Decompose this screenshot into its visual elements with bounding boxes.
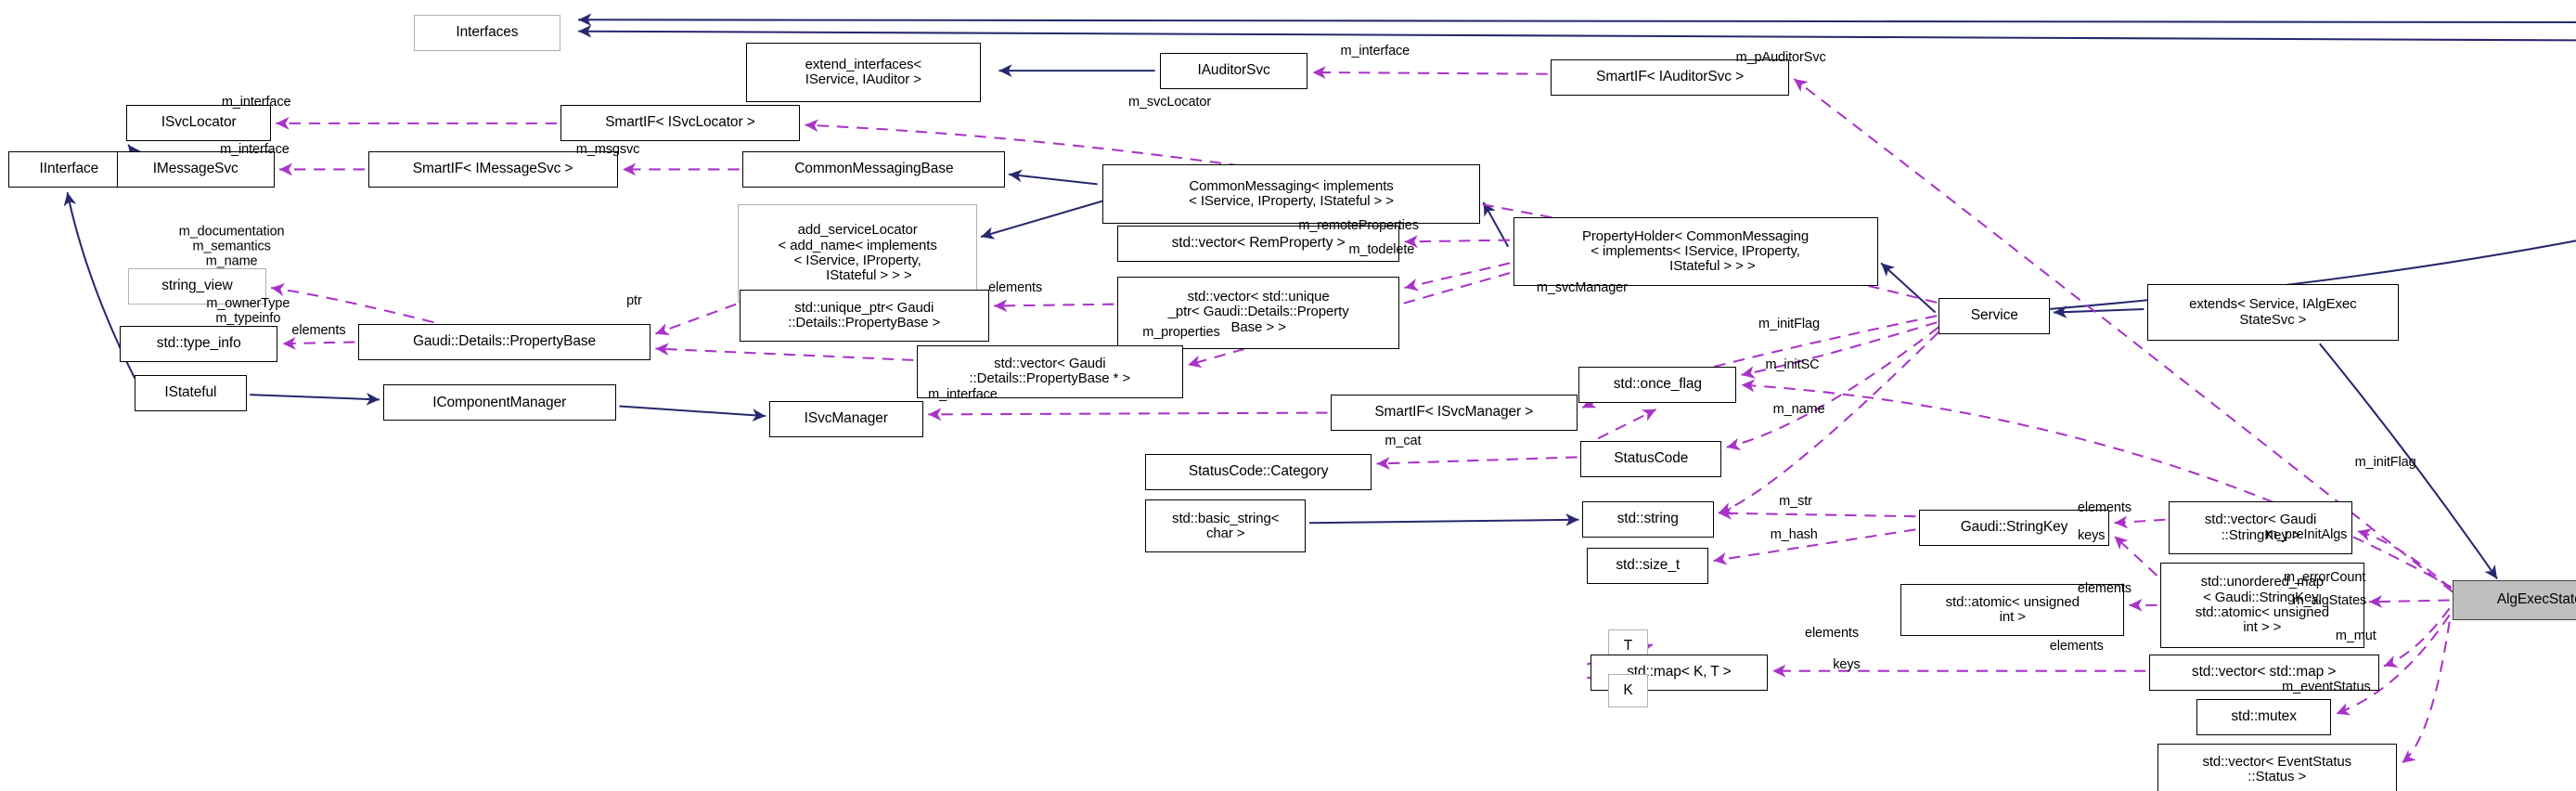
- class-node-once_flag[interactable]: std::once_flag: [1578, 367, 1737, 403]
- class-node-smartif_iauditorsvc[interactable]: SmartIF< IAuditorSvc >: [1551, 58, 1789, 96]
- class-node-icomponentmanager[interactable]: IComponentManager: [382, 384, 616, 421]
- edge-label-elements_map: elements: [2049, 638, 2104, 654]
- class-node-add_servicelocator[interactable]: add_serviceLocator < add_name< implement…: [737, 203, 978, 303]
- edge-label-m_cat: m_cat: [1385, 433, 1422, 448]
- edge-label-m_initsc: m_initSC: [1765, 357, 1820, 373]
- class-node-iauditorsvc[interactable]: IAuditorSvc: [1159, 52, 1308, 89]
- edge-label-m_interface_svcmgr: m_interface: [928, 386, 998, 402]
- edge-label-m_properties: m_properties: [1142, 324, 1220, 340]
- edge-label-m_eventstatus: m_eventStatus: [2282, 680, 2371, 695]
- class-node-smartif_isvclocator[interactable]: SmartIF< ISvcLocator >: [560, 105, 801, 142]
- class-node-isvclocator[interactable]: ISvcLocator: [126, 105, 272, 142]
- edge-label-m_hash: m_hash: [1770, 526, 1818, 542]
- edge-label-m_errorcount: m_errorCount: [2284, 569, 2366, 585]
- edge-label-elements_uniqueptr: elements: [988, 279, 1043, 295]
- class-node-unique_ptr_propbase[interactable]: std::unique_ptr< Gaudi ::Details::Proper…: [739, 289, 989, 343]
- class-node-extends_service[interactable]: extends< Service, IAlgExec StateSvc >: [2146, 284, 2399, 341]
- edge-label-elements_propbase: elements: [291, 322, 346, 338]
- class-node-basic_string_char[interactable]: std::basic_string< char >: [1144, 499, 1307, 553]
- edge-label-m_name: m_name: [1772, 401, 1825, 417]
- class-node-imessagesvc[interactable]: IMessageSvc: [116, 150, 275, 188]
- edge-label-elements_stringkey: elements: [2077, 500, 2132, 516]
- edge-label-m_preinitalgs: m_preInitAlgs: [2265, 526, 2348, 542]
- class-node-type_info[interactable]: std::type_info: [120, 325, 278, 362]
- class-node-std_string[interactable]: std::string: [1581, 501, 1714, 538]
- edge-label-ptr: ptr: [626, 293, 642, 309]
- edge-label-m_algstates: m_algStates: [2292, 592, 2367, 608]
- edge-label-m_remoteproperties: m_remoteProperties: [1298, 217, 1419, 233]
- class-node-commonmessagingbase[interactable]: CommonMessagingBase: [742, 150, 1006, 188]
- edge-label-keys_k: keys: [1833, 656, 1861, 672]
- class-node-iinterface[interactable]: IInterface: [7, 150, 130, 188]
- class-node-statuscode[interactable]: StatusCode: [1580, 440, 1722, 477]
- class-node-propertyholder[interactable]: PropertyHolder< CommonMessaging < implem…: [1513, 216, 1878, 287]
- class-node-statuscode_category[interactable]: StatusCode::Category: [1144, 453, 1372, 490]
- class-node-extend_iservice_iaud[interactable]: extend_interfaces< IService, IAuditor >: [745, 43, 981, 102]
- edge-label-m_ownertype: m_ownerType m_typeinfo: [206, 295, 290, 326]
- edge-label-m_svclocator: m_svcLocator: [1127, 94, 1212, 110]
- edge-label-m_initflag: m_initFlag: [1758, 316, 1820, 331]
- class-node-service[interactable]: Service: [1938, 297, 2051, 334]
- class-node-smartif_imessagesvc[interactable]: SmartIF< IMessageSvc >: [367, 150, 618, 188]
- class-node-vector_propbase_ptr[interactable]: std::vector< Gaudi ::Details::PropertyBa…: [916, 344, 1183, 398]
- class-node-isvcmanager[interactable]: ISvcManager: [768, 401, 923, 438]
- edge-label-elements_t: elements: [1804, 625, 1860, 641]
- class-node-string_view[interactable]: string_view: [128, 267, 266, 305]
- class-node-std_mutex[interactable]: std::mutex: [2196, 698, 2332, 735]
- class-node-smartif_isvcmanager[interactable]: SmartIF< ISvcManager >: [1331, 395, 1578, 432]
- edge-label-m_todelete: m_todelete: [1348, 242, 1415, 258]
- edge-label-elements_atomic: elements: [2077, 581, 2132, 597]
- edge-label-m_str: m_str: [1779, 494, 1812, 510]
- class-node-tmpl_k[interactable]: K: [1608, 674, 1648, 707]
- class-node-std_size_t[interactable]: std::size_t: [1587, 547, 1709, 584]
- edge-label-m_mut: m_mut: [2335, 629, 2376, 644]
- edge-label-m_svcmanager: m_svcManager: [1536, 279, 1628, 295]
- class-node-commonmessaging_impl[interactable]: CommonMessaging< implements < IService, …: [1101, 164, 1481, 224]
- edge-label-m_msgsvc: m_msgsvc: [575, 142, 640, 158]
- edge-label-m_pauditorsvc: m_pAuditorSvc: [1735, 49, 1826, 65]
- edge-label-m_initflag2: m_initFlag: [2354, 454, 2416, 470]
- edge-label-keys: keys: [2078, 528, 2106, 544]
- edge-label-m_interface_msgsvc: m_interface: [220, 142, 290, 158]
- edge-label-m_documentation: m_documentation m_semantics m_name: [178, 224, 285, 269]
- class-node-interfaces[interactable]: Interfaces: [414, 14, 560, 51]
- class-node-vector_eventstatus[interactable]: std::vector< EventStatus ::Status >: [2157, 743, 2397, 791]
- edge-label-m_interface_auditor: m_interface: [1340, 43, 1410, 58]
- class-node-istateful[interactable]: IStateful: [135, 374, 247, 411]
- edge-label-m_interface_svcloc: m_interface: [221, 94, 291, 110]
- class-node-propertybase[interactable]: Gaudi::Details::PropertyBase: [357, 323, 651, 360]
